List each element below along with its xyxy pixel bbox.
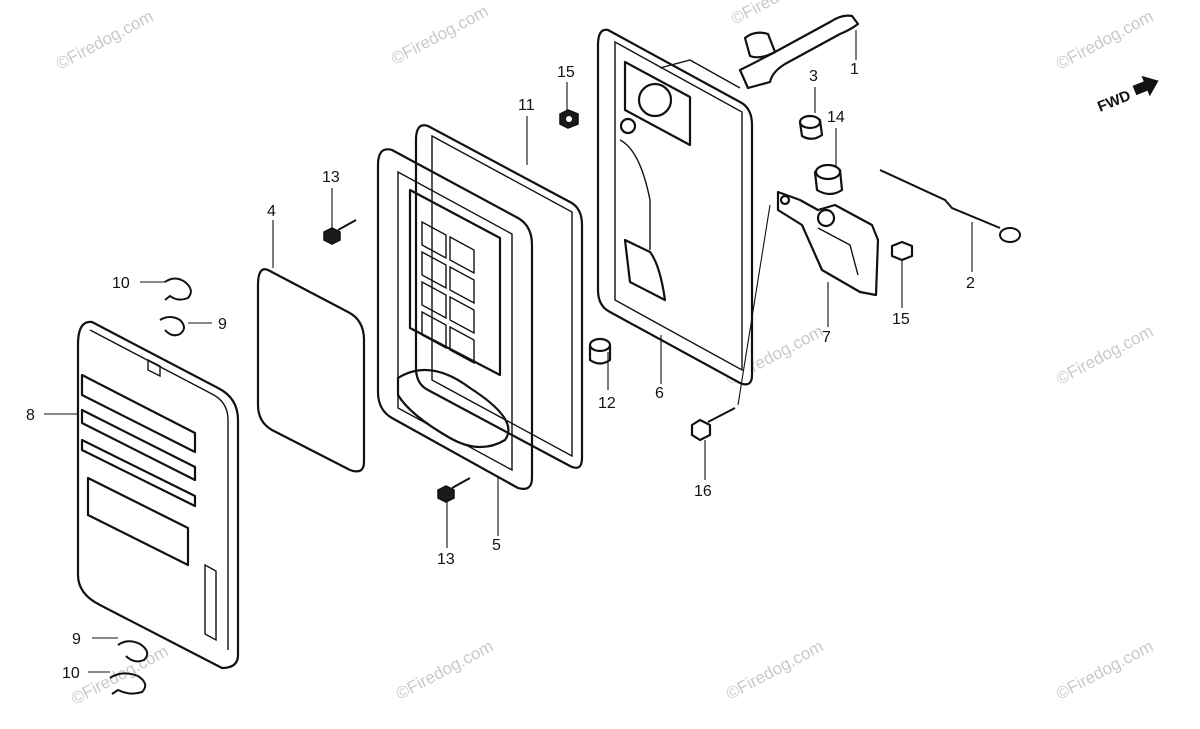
arrow-right-icon bbox=[1132, 75, 1159, 97]
watermark: ©Firedog.com bbox=[53, 7, 156, 74]
part-15-nut-right bbox=[890, 240, 914, 262]
callout-5: 5 bbox=[492, 537, 501, 554]
callout-labels: 1 2 3 4 5 6 7 8 9 9 10 10 11 12 13 13 14… bbox=[26, 61, 975, 682]
forward-direction-indicator: FWD bbox=[1095, 75, 1159, 116]
callout-6: 6 bbox=[655, 385, 664, 402]
callout-3: 3 bbox=[809, 68, 818, 85]
callout-8: 8 bbox=[26, 407, 35, 424]
callout-13-top: 13 bbox=[322, 169, 340, 186]
callout-15-top: 15 bbox=[557, 64, 575, 81]
callout-11: 11 bbox=[518, 97, 535, 114]
part-8-cover bbox=[76, 320, 240, 670]
part-2-rod bbox=[879, 169, 1021, 243]
watermark: ©Firedog.com bbox=[393, 637, 496, 704]
callout-7: 7 bbox=[822, 329, 831, 346]
part-3-grommet bbox=[798, 114, 824, 140]
part-13-bolt-bottom bbox=[437, 477, 471, 503]
watermark: ©Firedog.com bbox=[1053, 322, 1156, 389]
callout-13-bottom: 13 bbox=[437, 551, 455, 568]
callout-12: 12 bbox=[598, 395, 616, 412]
part-10-clip-top bbox=[164, 277, 192, 301]
watermark: ©Firedog.com bbox=[1053, 637, 1156, 704]
part-11-gasket bbox=[414, 124, 584, 469]
part-6-base bbox=[596, 28, 754, 386]
watermark: ©Firedog.com bbox=[1053, 7, 1156, 74]
callout-16: 16 bbox=[694, 483, 712, 500]
callout-9-top: 9 bbox=[218, 316, 227, 333]
callout-9-bottom: 9 bbox=[72, 631, 81, 648]
callout-15-right: 15 bbox=[892, 311, 910, 328]
part-1-tube bbox=[738, 14, 860, 90]
watermark: ©Firedog.com bbox=[68, 642, 171, 709]
watermark: ©Firedog.com bbox=[723, 637, 826, 704]
callout-2: 2 bbox=[966, 275, 975, 292]
part-7-bracket bbox=[776, 190, 880, 297]
part-9-clip-bottom bbox=[117, 640, 149, 663]
part-16-bolt bbox=[690, 407, 736, 442]
callout-10-bottom: 10 bbox=[62, 665, 80, 682]
leader-lines bbox=[44, 30, 973, 673]
part-5-case bbox=[376, 148, 534, 490]
callout-4: 4 bbox=[267, 203, 276, 220]
fwd-label: FWD bbox=[1095, 87, 1133, 116]
part-10-clip-bottom bbox=[109, 672, 147, 695]
callout-14: 14 bbox=[827, 109, 845, 126]
part-4-filter-element bbox=[256, 268, 366, 473]
part-9-clip-top bbox=[159, 316, 185, 337]
part-12-collar bbox=[588, 337, 612, 365]
part-13-bolt-top bbox=[323, 219, 357, 245]
watermark: ©Firedog.com bbox=[388, 2, 491, 69]
part-14-grommet bbox=[813, 163, 844, 196]
watermark: ©Firedog.com bbox=[728, 0, 831, 29]
case-grille bbox=[421, 220, 475, 365]
callout-1: 1 bbox=[850, 61, 859, 78]
callout-10-top: 10 bbox=[112, 275, 130, 292]
part-15-nut-top bbox=[559, 109, 579, 129]
